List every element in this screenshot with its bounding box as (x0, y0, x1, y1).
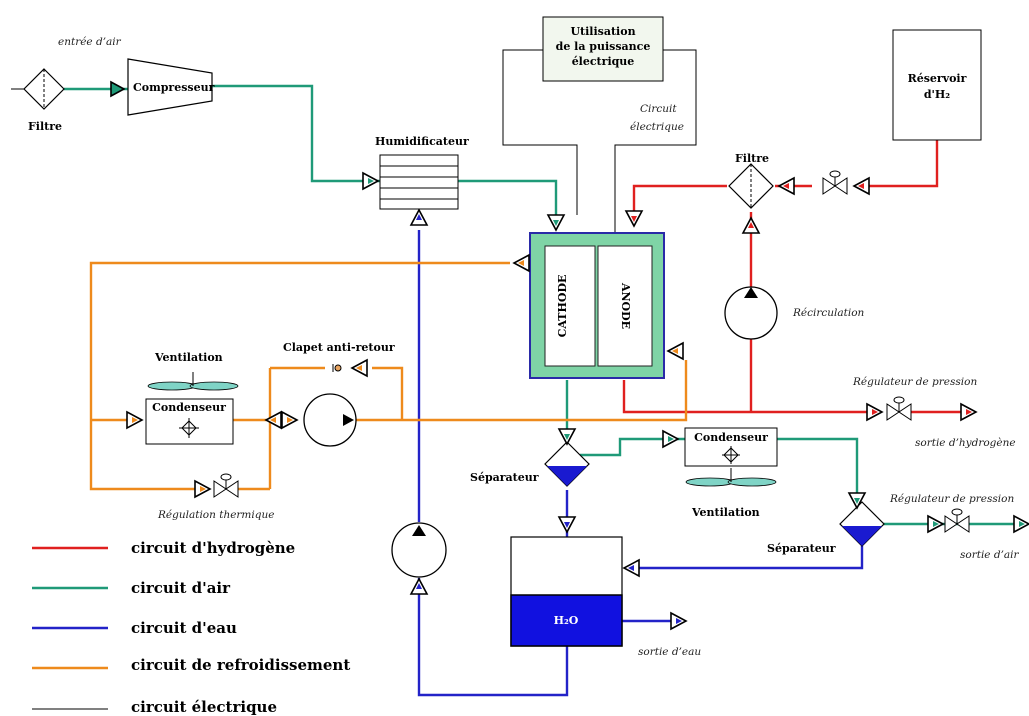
cooling-pump-icon (303, 393, 357, 447)
pressure-regulator-2-label: Régulateur de pression (889, 493, 1014, 505)
compressor-label: Compresseur (133, 81, 215, 94)
thermal-regulation-label: Régulation thermique (157, 509, 274, 521)
air-filter-icon (23, 68, 65, 110)
electrical-circuit-label-line1: Circuit (640, 103, 677, 115)
check-valve-icon (332, 364, 342, 372)
electrical-circuit-lines (11, 49, 697, 232)
water-label: H₂O (554, 614, 579, 627)
water-circuit-lines (417, 230, 864, 697)
thermal-regulation-valve-icon (213, 473, 239, 498)
fan-1-icon (147, 372, 239, 391)
power-usage-box: Utilisation de la puissance électrique (542, 16, 664, 82)
fuel-cell-stack: CATHODE ANODE (529, 232, 665, 379)
humidifier (379, 154, 459, 210)
condenser-2-label: Condenseur (694, 431, 768, 444)
electrical-circuit-label-line2: électrique (630, 121, 684, 133)
power-usage-line3: électrique (572, 55, 635, 68)
legend-water: circuit d'eau (131, 619, 237, 637)
air-circuit-lines (64, 84, 1027, 526)
water-tank: H₂O (510, 536, 623, 647)
power-usage-line1: Utilisation (570, 25, 635, 38)
tank-label-line2: d'H₂ (924, 88, 950, 101)
legend-cooling: circuit de refroidissement (131, 656, 350, 674)
water-outlet-label: sortie d’eau (638, 646, 701, 658)
separator-1-icon (544, 441, 590, 487)
separator-2-icon (839, 501, 885, 547)
compressor: Compresseur (110, 58, 215, 116)
hydrogen-filter-icon (728, 163, 774, 209)
air-outlet-label: sortie d’air (960, 549, 1020, 561)
hydrogen-tank: Réservoir d'H₂ (892, 29, 982, 141)
separator-1-label: Séparateur (470, 471, 539, 484)
separator-2-label: Séparateur (767, 542, 836, 555)
fan-2-icon (685, 468, 777, 487)
legend-air: circuit d'air (131, 579, 231, 597)
pressure-regulator-1-label: Régulateur de pression (852, 376, 977, 388)
ventilation-2-label: Ventilation (691, 506, 760, 519)
legend-hydrogen: circuit d'hydrogène (131, 539, 295, 557)
power-usage-line2: de la puissance (556, 40, 651, 53)
recirculation-label: Récirculation (792, 307, 865, 319)
pressure-regulator-1-icon (886, 396, 912, 421)
tank-label-line1: Réservoir (908, 72, 967, 85)
hydrogen-valve-icon (822, 170, 848, 195)
condenser-2: Condenseur (684, 427, 778, 467)
condenser-1-label: Condenseur (152, 401, 226, 414)
flow-arrows (126, 171, 1029, 631)
hydrogen-outlet-label: sortie d’hydrogène (915, 437, 1016, 449)
humidifier-label: Humidificateur (375, 135, 469, 148)
filter-2-label: Filtre (735, 152, 769, 165)
cooling-circuit-lines (89, 261, 688, 491)
check-valve-label: Clapet anti-retour (283, 341, 395, 354)
water-pump-icon (391, 522, 447, 578)
pressure-regulator-2-icon (944, 508, 970, 533)
anode-label: ANODE (619, 282, 632, 329)
ventilation-1-label: Ventilation (154, 351, 223, 364)
legend-electrical: circuit électrique (131, 698, 277, 716)
air-inlet-label: entrée d’air (58, 36, 122, 48)
filter-1-label: Filtre (28, 120, 62, 133)
condenser-1: Condenseur (145, 398, 234, 445)
legend: circuit d'hydrogène circuit d'air circui… (32, 539, 350, 716)
recirculation-pump-icon (724, 286, 778, 340)
cathode-label: CATHODE (556, 275, 569, 338)
